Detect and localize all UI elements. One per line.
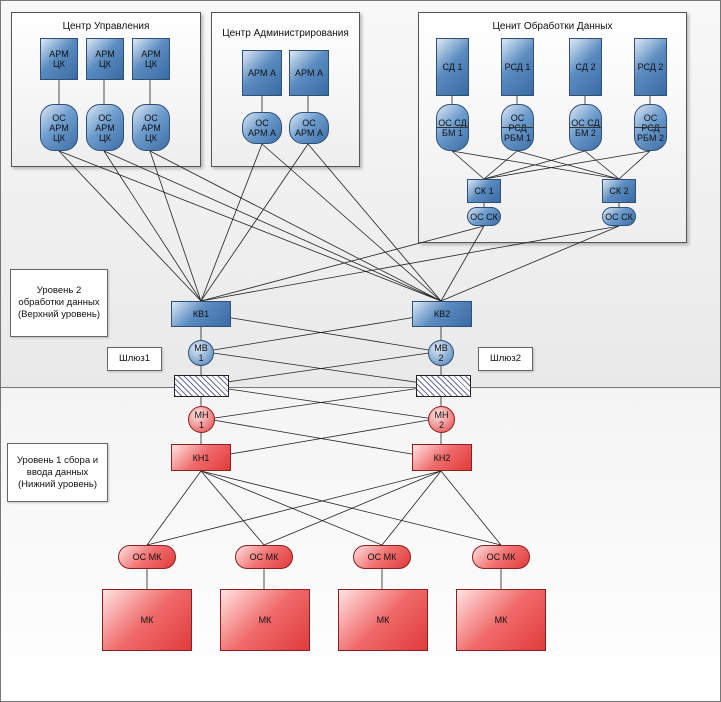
os-mk-4: ОС МК: [472, 545, 530, 569]
mk-3: МК: [338, 589, 428, 651]
kn2-switch: КН2: [412, 444, 472, 471]
os-arm-ck-3: ОС АРМ ЦК: [132, 104, 170, 151]
kn1-switch: КН1: [171, 444, 231, 471]
sd1-server: СД 1: [436, 38, 469, 96]
mk-1: МК: [102, 589, 192, 651]
data-center-title: Ценит Обработки Данных: [492, 21, 613, 32]
admin-center-panel: Центр Администрирования: [211, 12, 360, 167]
arm-a-1: АРМ А: [242, 50, 282, 96]
rsd1-server: РСД 1: [501, 38, 534, 96]
rsd2-server: РСД 2: [634, 38, 667, 96]
os-mk-3: ОС МК: [353, 545, 411, 569]
admin-center-title: Центр Администрирования: [222, 28, 349, 39]
arm-ck-3: АРМ ЦК: [132, 38, 170, 80]
os-arm-ck-2: ОС АРМ ЦК: [86, 104, 124, 151]
os-rsd-rbm1-divider: [502, 127, 533, 128]
kv1-switch: КВ1: [171, 301, 231, 327]
mv1-circle: МВ 1: [188, 340, 214, 366]
mv2-circle: МВ 2: [428, 340, 454, 366]
mk-2: МК: [220, 589, 310, 651]
os-arm-ck-1: ОС АРМ ЦК: [40, 104, 78, 151]
arm-a-2: АРМ А: [289, 50, 329, 96]
os-mk-1: ОС МК: [118, 545, 176, 569]
gateway2-label: Шлюз2: [478, 347, 533, 371]
gateway2-bridge: [416, 375, 471, 397]
level1-label: Уровень 1 сбора и ввода данных (Нижний у…: [7, 443, 108, 502]
mn1-circle: МН 1: [188, 406, 215, 433]
os-ck-2: ОС СК: [602, 207, 636, 226]
arm-ck-2: АРМ ЦК: [86, 38, 124, 80]
os-sd-bm2-divider: [570, 127, 601, 128]
mn2-circle: МН 2: [428, 406, 455, 433]
ck2-switch: СК 2: [602, 179, 636, 203]
gateway1-label: Шлюз1: [107, 347, 162, 371]
level2-label: Уровень 2 обработки данных (Верхний уров…: [10, 269, 108, 337]
sd2-server: СД 2: [569, 38, 602, 96]
os-sd-bm1-divider: [437, 127, 468, 128]
os-mk-2: ОС МК: [235, 545, 293, 569]
arm-ck-1: АРМ ЦК: [40, 38, 78, 80]
kv2-switch: КВ2: [412, 301, 472, 327]
os-arm-a-1: ОС АРМ А: [242, 112, 282, 144]
os-rsd-rbm2-divider: [635, 127, 666, 128]
mk-4: МК: [456, 589, 546, 651]
gateway1-bridge: [174, 375, 229, 397]
control-center-title: Центр Управления: [62, 21, 150, 32]
os-arm-a-2: ОС АРМ А: [289, 112, 329, 144]
os-ck-1: ОС СК: [467, 207, 501, 226]
ck1-switch: СК 1: [467, 179, 501, 203]
